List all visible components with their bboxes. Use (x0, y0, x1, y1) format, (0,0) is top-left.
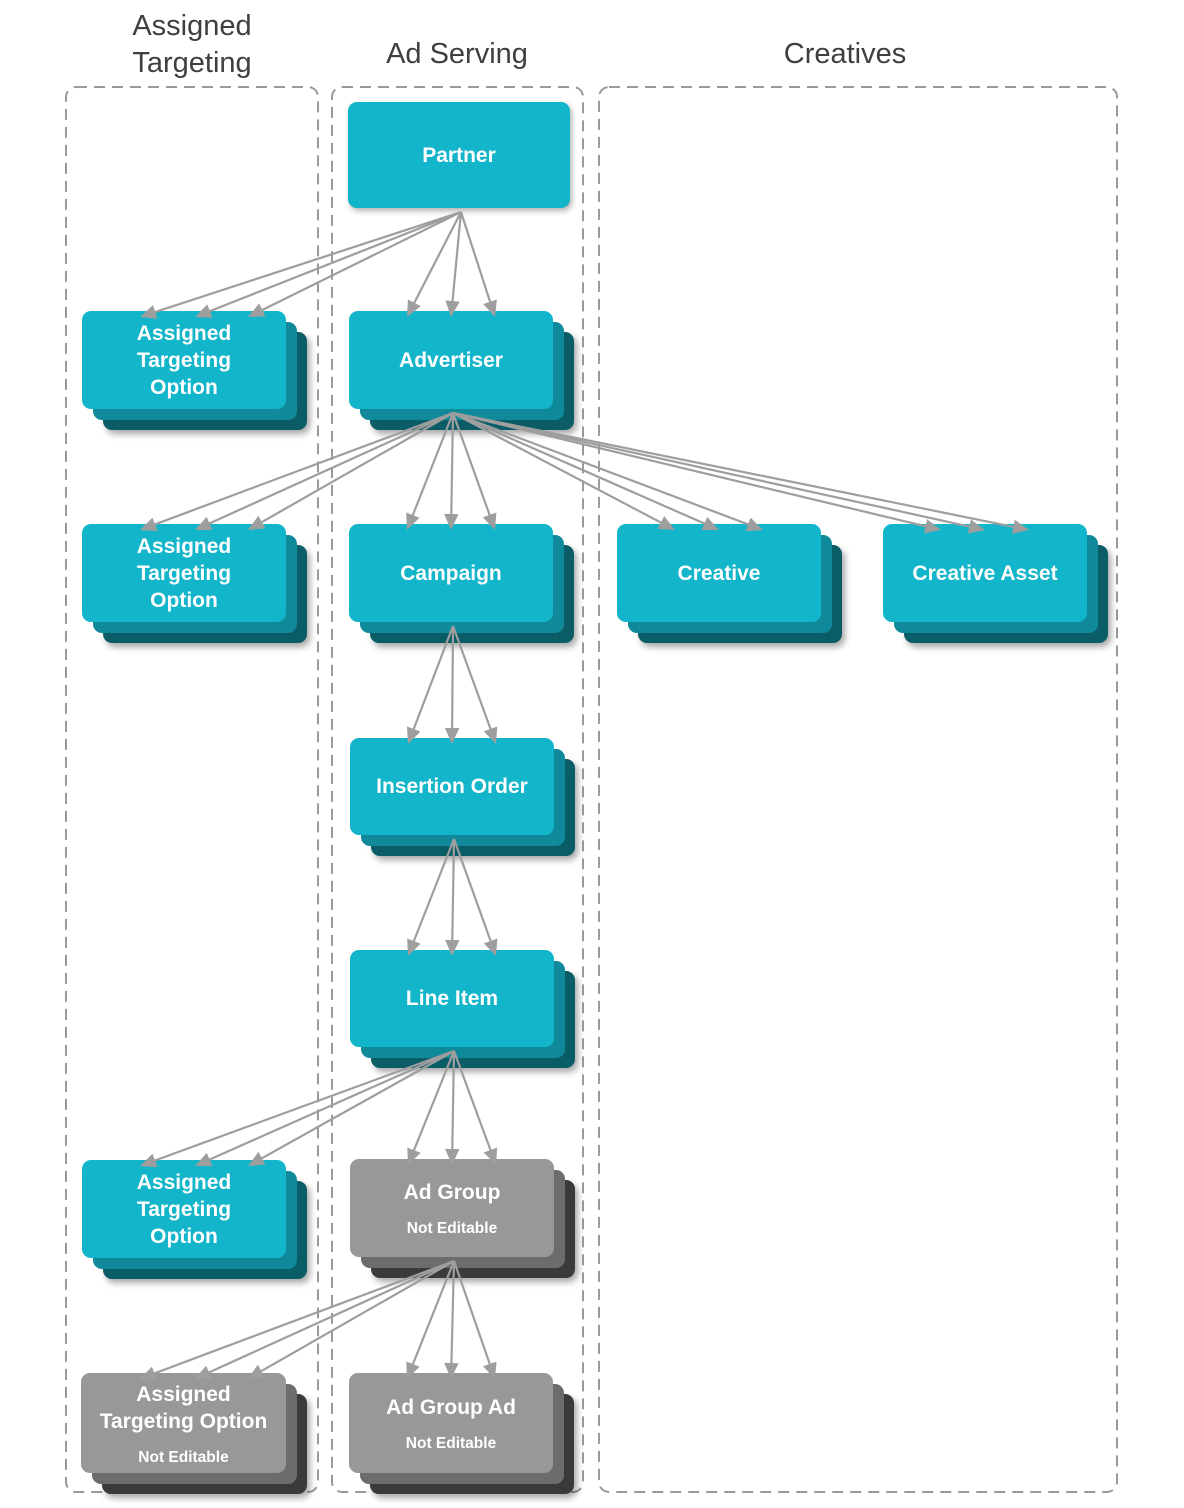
node-label: Ad Group Ad (386, 1396, 516, 1419)
node-label: Advertiser (399, 348, 503, 372)
node-label: Creative Asset (912, 561, 1058, 585)
edge-advertiser-to-creative (452, 411, 763, 532)
node-label: Assigned Targeting Option (136, 534, 232, 612)
node-advertiser: Advertiser (349, 311, 574, 430)
edge-partner-to-ato1 (140, 210, 462, 319)
edge-insertion-order-to-line-item (407, 838, 498, 956)
node-label: Creative (677, 561, 761, 585)
node-face: Advertiser (349, 311, 553, 409)
edge-ad-group-to-ad-group-ad (406, 1260, 497, 1379)
node-label: Partner (422, 143, 496, 167)
edge-line (452, 411, 929, 529)
column-border-creatives (598, 86, 1118, 1493)
node-face: Assigned Targeting Option (82, 311, 286, 409)
node-insertion-order: Insertion Order (350, 738, 575, 856)
node-label: Line Item (405, 987, 499, 1010)
node-face: Line Item (350, 950, 554, 1047)
edge-line-item-to-ad-group (407, 1050, 498, 1165)
node-sublabel: Not Editable (406, 1220, 498, 1237)
edge-line-item-to-ato3 (140, 1049, 455, 1168)
edge-line (411, 211, 462, 306)
edge-advertiser-to-creative-asset (452, 411, 1029, 534)
node-sublabel: Not Editable (138, 1448, 229, 1466)
column-header-assigned-targeting: Assigned Targeting (132, 10, 252, 79)
node-face: Ad Group Ad Not Editable (349, 1373, 553, 1473)
node-label: Insertion Order (376, 775, 528, 798)
edge-line (206, 210, 462, 314)
column-header-ad-serving: Ad Serving (386, 38, 528, 70)
node-sublabel: Not Editable (405, 1435, 497, 1452)
node-face: Creative Asset (883, 524, 1087, 622)
node-ato2: Assigned Targeting Option (82, 524, 307, 643)
node-ad-group-ad: Ad Group Ad Not Editable (349, 1373, 574, 1494)
node-face: Assigned Targeting Option (82, 1160, 286, 1258)
edge-line (459, 211, 493, 305)
node-label: Ad Group (403, 1181, 501, 1204)
edge-line (451, 211, 463, 305)
edge-advertiser-to-ato2 (140, 411, 454, 532)
edge-line (452, 411, 973, 529)
node-ato3: Assigned Targeting Option (82, 1160, 307, 1279)
column-header-creatives: Creatives (783, 38, 907, 70)
node-face: Insertion Order (350, 738, 554, 835)
node-face: Partner (348, 102, 570, 208)
node-ato1: Assigned Targeting Option (82, 311, 307, 430)
column-border-assigned-targeting (65, 86, 319, 1493)
node-line-item: Line Item (350, 950, 575, 1068)
node-creative-asset: Creative Asset (883, 524, 1108, 643)
node-creative: Creative (617, 524, 842, 643)
edge-advertiser-to-campaign (406, 412, 497, 530)
node-partner: Partner (348, 102, 570, 208)
node-label: Assigned Targeting Option (136, 321, 232, 399)
node-label: Assigned Targeting Option (99, 1382, 268, 1433)
node-face: Campaign (349, 524, 553, 622)
node-face: Assigned Targeting Option (82, 524, 286, 622)
node-campaign: Campaign (349, 524, 574, 643)
edge-line (452, 411, 1017, 529)
edge-line (259, 211, 462, 313)
node-label: Campaign (400, 561, 502, 585)
node-face: Creative (617, 524, 821, 622)
edge-partner-to-advertiser (407, 211, 497, 317)
node-label: Assigned Targeting Option (136, 1170, 232, 1248)
edge-campaign-to-insertion-order (406, 625, 498, 744)
edge-line (152, 210, 462, 315)
